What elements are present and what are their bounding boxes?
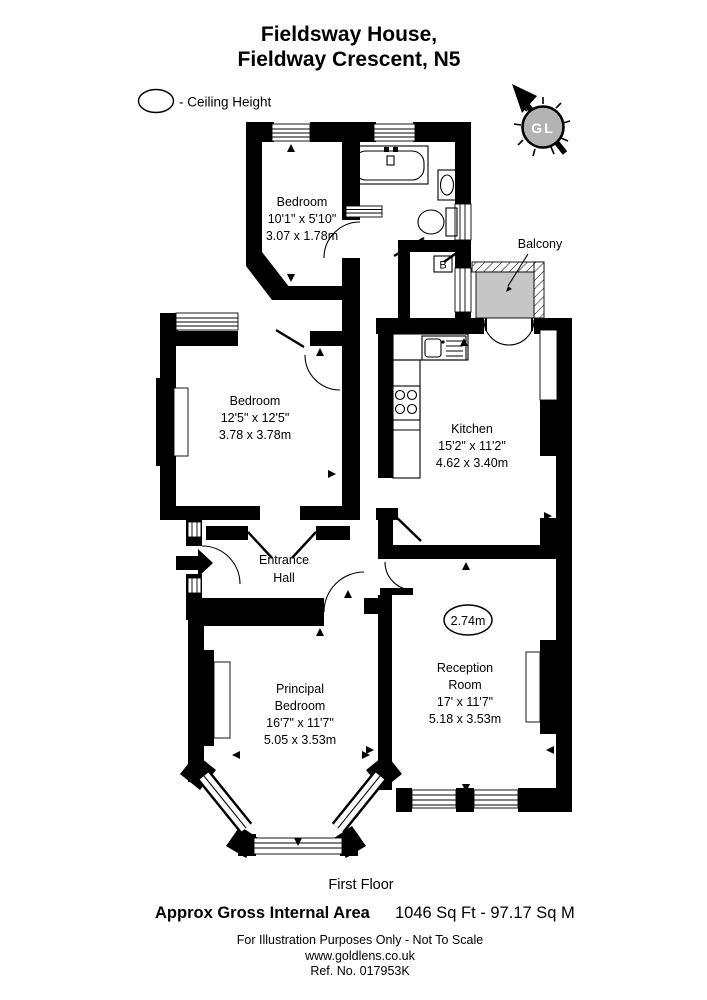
label-reception-room: 2.74m Reception Room 17' x 11'7" 5.18 x … (429, 604, 501, 726)
bathroom-fixtures: B (349, 145, 459, 273)
label-entrance-hall: Entrance Hall (259, 553, 309, 585)
bedroom-mid-name: Bedroom (230, 394, 281, 408)
door-leaf-kitchen (391, 512, 422, 542)
door-leaf-bathroom (393, 236, 425, 258)
entrance-hall-line2: Hall (273, 571, 295, 585)
windows (173, 123, 558, 855)
website-link[interactable]: www.goldlens.co.uk (304, 949, 416, 963)
balcony: Balcony (471, 237, 563, 346)
window-reception-bottom-left (411, 789, 457, 809)
window-bathroom-right (454, 203, 472, 241)
window-hall-left-upper (187, 521, 202, 538)
window-recess-kitchen (539, 329, 558, 401)
entry-arrow-icon (176, 549, 213, 577)
window-recess-principal (213, 661, 231, 739)
room-labels: Bedroom 10'1" x 5'10" 3.07 x 1.78m Bedro… (219, 195, 508, 747)
compass-arrow-head (512, 84, 537, 113)
bay-window-left (197, 770, 253, 834)
property-title-line1: Fieldsway House, (261, 23, 437, 46)
door-arc-entry (201, 545, 241, 585)
bedroom-mid-imperial: 12'5" x 12'5" (221, 411, 290, 425)
kitchen-counter-left (392, 359, 421, 479)
window-balcony-side (454, 267, 472, 313)
hall-double-door-left (247, 531, 273, 559)
bedroom-top-imperial: 10'1" x 5'10" (268, 212, 337, 226)
label-principal-bedroom: Principal Bedroom 16'7" x 11'7" 5.05 x 3… (264, 682, 336, 747)
balcony-label: Balcony (518, 237, 563, 251)
bedroom-mid-metric: 3.78 x 3.78m (219, 428, 291, 442)
reference-number: Ref. No. 017953K (310, 964, 410, 978)
balcony-deck (475, 271, 535, 319)
bedroom-top-metric: 3.07 x 1.78m (266, 229, 338, 243)
window-recess-reception (525, 651, 541, 723)
reception-imperial: 17' x 11'7" (437, 695, 493, 709)
door-arc-principal (323, 571, 365, 613)
hall-double-door-right (291, 531, 317, 559)
door-arc-reception (384, 561, 414, 591)
label-kitchen: Kitchen 15'2" x 11'2" 4.62 x 3.40m (436, 422, 508, 470)
hob (391, 385, 421, 421)
floor-label: First Floor (328, 877, 393, 893)
gross-area-label: Approx Gross Internal Area (155, 904, 371, 922)
bay-window-right (331, 770, 387, 834)
boiler-label: B (439, 260, 446, 272)
window-bathroom-top (373, 123, 416, 142)
door-arc-mid-bedroom (304, 354, 341, 391)
doors (201, 221, 467, 613)
window-top-bedroom (271, 123, 311, 142)
window-mid-bedroom-top (175, 312, 239, 331)
window-hall-left-lower (187, 577, 202, 594)
principal-line2: Bedroom (275, 699, 326, 713)
principal-metric: 5.05 x 3.53m (264, 733, 336, 747)
ceiling-height-ellipse-icon (137, 88, 175, 114)
window-reception-bottom-right (473, 789, 519, 809)
gross-area-value: 1046 Sq Ft - 97.17 Sq M (395, 904, 575, 922)
compass-initials: GL (531, 120, 554, 136)
compass-north-icon: GL (512, 84, 571, 157)
label-bedroom-top: Bedroom 10'1" x 5'10" 3.07 x 1.78m (266, 195, 338, 243)
bedroom-top-name: Bedroom (277, 195, 328, 209)
balcony-pointer-arrow (506, 286, 512, 292)
door-leaf-wc-cupboard (443, 245, 467, 263)
window-recess-mid-bedroom (173, 387, 189, 457)
kitchen-metric: 4.62 x 3.40m (436, 456, 508, 470)
principal-imperial: 16'7" x 11'7" (266, 716, 334, 730)
dimension-ticks (166, 144, 554, 846)
label-bedroom-mid: Bedroom 12'5" x 12'5" 3.78 x 3.78m (219, 394, 291, 442)
door-leaf-mid-bedroom (275, 328, 305, 349)
toilet (417, 209, 445, 235)
bath-tap (386, 155, 395, 166)
door-arc-top-bedroom (323, 221, 361, 259)
principal-line1: Principal (276, 682, 324, 696)
kitchen-name: Kitchen (451, 422, 493, 436)
ceiling-height-legend: - Ceiling Height (137, 88, 272, 114)
ceiling-height-badge (443, 604, 493, 636)
bathtub (349, 145, 429, 185)
window-internal-corridor (345, 205, 383, 218)
ceiling-height-value: 2.74m (451, 614, 486, 628)
kitchen-fixtures (391, 333, 469, 479)
reception-metric: 5.18 x 3.53m (429, 712, 501, 726)
boiler-box (433, 255, 453, 273)
kitchen-sink-unit (421, 335, 467, 361)
walls (156, 122, 572, 858)
basin (437, 169, 459, 201)
ceiling-height-legend-label: - Ceiling Height (179, 95, 272, 110)
kitchen-imperial: 15'2" x 11'2" (438, 439, 506, 453)
entrance-hall-line1: Entrance (259, 553, 309, 567)
reception-line2: Room (448, 678, 481, 692)
disclaimer-text: For Illustration Purposes Only - Not To … (237, 933, 483, 947)
compass-circle (521, 105, 565, 149)
reception-line1: Reception (437, 661, 493, 675)
property-title-line2: Fieldway Crescent, N5 (238, 48, 461, 71)
